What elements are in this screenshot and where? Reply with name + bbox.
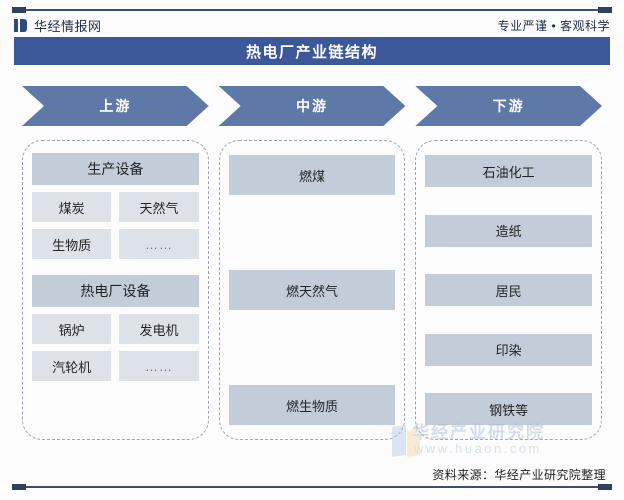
list-item[interactable]: 钢铁等	[425, 393, 593, 425]
column-upstream: 生产设备 煤炭 天然气 生物质 …… 热电厂设备 锅炉 发电机 汽轮机	[22, 140, 209, 440]
chart-title-band: 热电厂产业链结构	[14, 37, 610, 65]
list-item[interactable]: 生物质	[32, 229, 112, 259]
upstream-row: 锅炉 发电机	[32, 314, 199, 344]
list-item[interactable]: 天然气	[119, 192, 199, 222]
stage-label-upstream: 上游	[99, 98, 132, 114]
stage-chevron-downstream[interactable]: 下游	[415, 86, 602, 126]
bottom-rule-right-cap	[598, 484, 612, 490]
list-item-ellipsis[interactable]: ……	[119, 351, 199, 381]
upstream-row: 煤炭 天然气	[32, 192, 199, 222]
brand-tagline: 专业严谨 • 客观科学	[497, 18, 610, 33]
group-head-box[interactable]: 生产设备	[32, 153, 199, 185]
list-item-ellipsis[interactable]: ……	[119, 229, 199, 259]
list-item[interactable]: 居民	[425, 274, 593, 306]
bottom-divider-rule	[12, 484, 612, 490]
upstream-group-cogeneration-equipment: 热电厂设备 锅炉 发电机 汽轮机 ……	[32, 275, 199, 381]
stage-label-downstream: 下游	[492, 98, 525, 114]
page-title: 热电厂产业链结构	[245, 43, 378, 61]
list-item[interactable]: 印染	[425, 333, 593, 366]
top-divider-rule	[12, 7, 612, 13]
stage-header-row: 上游 中游 下游	[22, 86, 602, 126]
source-note: 资料来源：华经产业研究院整理	[432, 468, 606, 482]
list-item[interactable]: 煤炭	[32, 192, 112, 222]
huaon-bookmark-logo-icon	[14, 18, 27, 32]
page-header: 华经情报网 专业严谨 • 客观科学	[14, 14, 610, 36]
stage-chevron-upstream[interactable]: 上游	[22, 86, 209, 126]
stage-columns: 生产设备 煤炭 天然气 生物质 …… 热电厂设备 锅炉 发电机 汽轮机	[22, 140, 603, 440]
list-item[interactable]: 造纸	[425, 214, 593, 247]
stage-label-midstream: 中游	[296, 98, 328, 114]
list-item[interactable]: 燃生物质	[228, 385, 396, 425]
upstream-row: 生物质 ……	[32, 229, 199, 259]
list-item[interactable]: 石油化工	[425, 155, 593, 187]
list-item[interactable]: 汽轮机	[32, 351, 112, 381]
column-midstream: 燃煤 燃天然气 燃生物质	[218, 140, 406, 440]
list-item[interactable]: 发电机	[119, 314, 199, 344]
top-rule-right-cap	[598, 7, 612, 13]
upstream-row: 汽轮机 ……	[32, 351, 199, 381]
bottom-rule-left-cap	[12, 484, 26, 490]
upstream-group-production-equipment: 生产设备 煤炭 天然气 生物质 ……	[32, 153, 199, 259]
list-item[interactable]: 锅炉	[32, 314, 112, 344]
list-item[interactable]: 燃煤	[228, 155, 396, 195]
watermark-url: www.huaon.com	[414, 441, 542, 456]
list-item[interactable]: 燃天然气	[228, 270, 396, 310]
column-downstream: 石油化工 造纸 居民 印染 钢铁等	[415, 140, 603, 440]
group-head-box[interactable]: 热电厂设备	[32, 275, 199, 307]
brand-block: 华经情报网	[14, 16, 102, 35]
brand-name: 华经情报网	[34, 18, 102, 34]
stage-chevron-midstream[interactable]: 中游	[219, 86, 406, 126]
top-rule-left-cap	[12, 7, 26, 13]
